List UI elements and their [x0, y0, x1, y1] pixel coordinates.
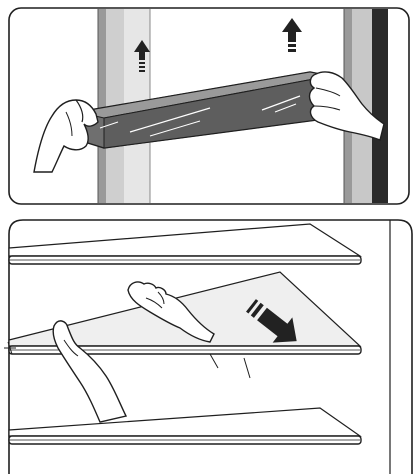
- glass-shelves-illustration: [0, 208, 416, 474]
- panel-remove-door-shelf: [0, 0, 416, 208]
- door-shelf-illustration: [0, 0, 416, 208]
- glass-shelf-bottom: [9, 408, 361, 444]
- panel-remove-glass-shelves: [0, 208, 416, 474]
- glass-shelf-top: [9, 224, 361, 264]
